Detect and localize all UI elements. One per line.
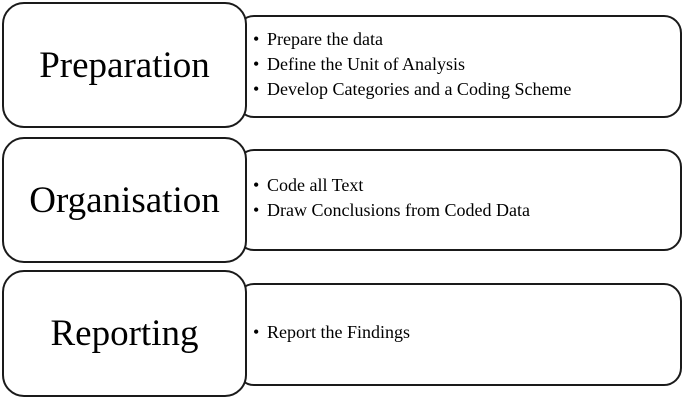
reporting-title: Reporting (50, 313, 199, 354)
bullet-icon: • (253, 200, 260, 220)
list-item: • Prepare the data (253, 27, 571, 52)
reporting-detail-box (236, 283, 682, 386)
bullet-text: Code all Text (267, 175, 364, 195)
bullet-icon: • (253, 54, 260, 74)
list-item: • Develop Categories and a Coding Scheme (253, 77, 571, 102)
bullet-icon: • (253, 322, 260, 342)
bullet-icon: • (253, 79, 260, 99)
list-item: • Define the Unit of Analysis (253, 52, 571, 77)
bullet-icon: • (253, 29, 260, 49)
bullet-text: Report the Findings (267, 322, 410, 342)
bullet-text: Develop Categories and a Coding Scheme (267, 79, 572, 99)
preparation-phase-box: Preparation (2, 2, 247, 128)
organisation-detail-box (236, 149, 682, 251)
list-item: • Code all Text (253, 173, 530, 198)
organisation-title: Organisation (29, 179, 220, 221)
bullet-text: Draw Conclusions from Coded Data (267, 200, 530, 220)
reporting-bullet-list: • Report the Findings (253, 320, 410, 345)
organisation-bullet-list: • Code all Text • Draw Conclusions from … (253, 173, 530, 223)
preparation-detail-box (236, 15, 682, 118)
bullet-text: Prepare the data (267, 29, 383, 49)
list-item: • Report the Findings (253, 320, 410, 345)
organisation-phase-box: Organisation (2, 137, 247, 263)
reporting-phase-box: Reporting (2, 270, 247, 397)
list-item: • Draw Conclusions from Coded Data (253, 198, 530, 223)
bullet-text: Define the Unit of Analysis (267, 54, 465, 74)
preparation-bullet-list: • Prepare the data • Define the Unit of … (253, 27, 571, 102)
preparation-title: Preparation (39, 44, 210, 86)
bullet-icon: • (253, 175, 260, 195)
